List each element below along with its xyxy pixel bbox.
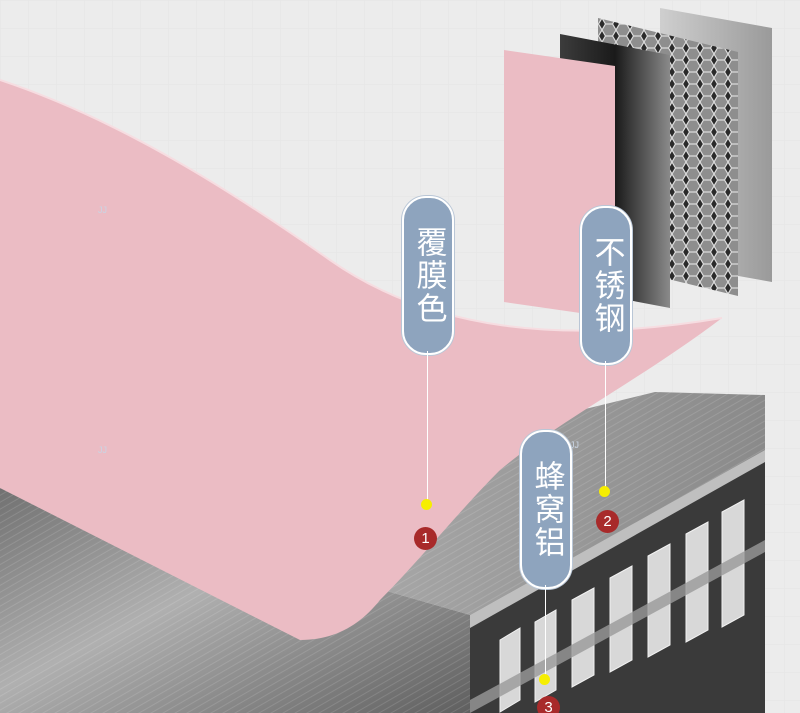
leader-line-3 xyxy=(545,585,546,675)
watermark-logo: JJ xyxy=(98,205,107,215)
number-badge-2: 2 xyxy=(596,510,619,533)
film-layer-peel xyxy=(0,80,722,640)
callout-film-color: 覆膜色 xyxy=(402,196,454,355)
callout-honeycomb-aluminum: 蜂窝铝 xyxy=(520,430,572,589)
callout-film-color-label: 覆膜色 xyxy=(410,226,447,325)
leader-line-2 xyxy=(605,361,606,487)
number-badge-1: 1 xyxy=(414,527,437,550)
watermark-logo: JJ xyxy=(98,445,107,455)
callout-honeycomb-aluminum-label: 蜂窝铝 xyxy=(528,460,565,559)
marker-dot-3 xyxy=(539,674,550,685)
watermark-logo: JJ xyxy=(570,440,579,450)
leader-line-1 xyxy=(427,351,428,501)
marker-dot-2 xyxy=(599,486,610,497)
marker-dot-1 xyxy=(421,499,432,510)
callout-stainless-steel-label: 不锈钢 xyxy=(588,236,625,335)
number-badge-3: 3 xyxy=(537,696,560,713)
callout-stainless-steel: 不锈钢 xyxy=(580,206,632,365)
